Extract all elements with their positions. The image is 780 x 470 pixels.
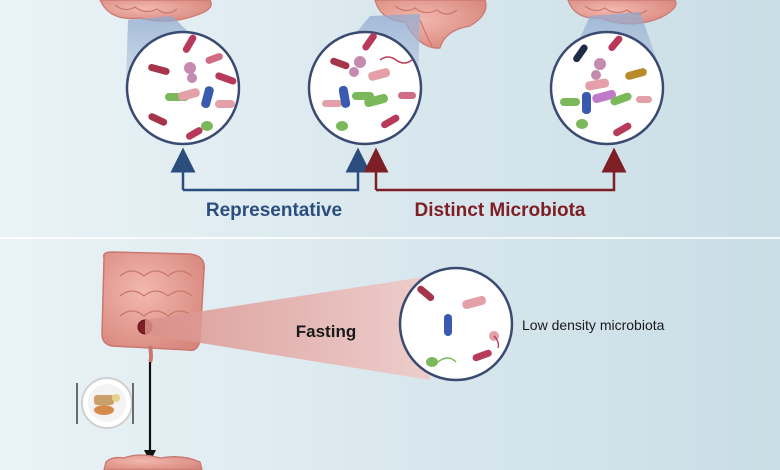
meal-plate-icon <box>76 377 134 429</box>
bacteria-icon <box>560 35 652 137</box>
fasting-label: Fasting <box>296 322 356 341</box>
distinct-microbiota-label: Distinct Microbiota <box>414 200 585 221</box>
microbiota-circle <box>398 266 514 382</box>
bacteria-icon <box>322 32 416 131</box>
microbiota-circle <box>307 30 423 146</box>
low-density-label: Low density microbiota <box>522 317 665 333</box>
representative-connector <box>170 147 371 192</box>
magnification-cone <box>145 276 430 380</box>
bacteria-icon <box>417 285 500 367</box>
distinct-connector <box>363 147 627 192</box>
microbiota-circle <box>549 30 665 146</box>
microbiota-circle <box>125 30 241 146</box>
representative-label: Representative <box>206 200 342 221</box>
bacteria-icon <box>148 34 237 140</box>
intestine-icon <box>101 251 205 363</box>
intestine-icon <box>103 454 203 470</box>
